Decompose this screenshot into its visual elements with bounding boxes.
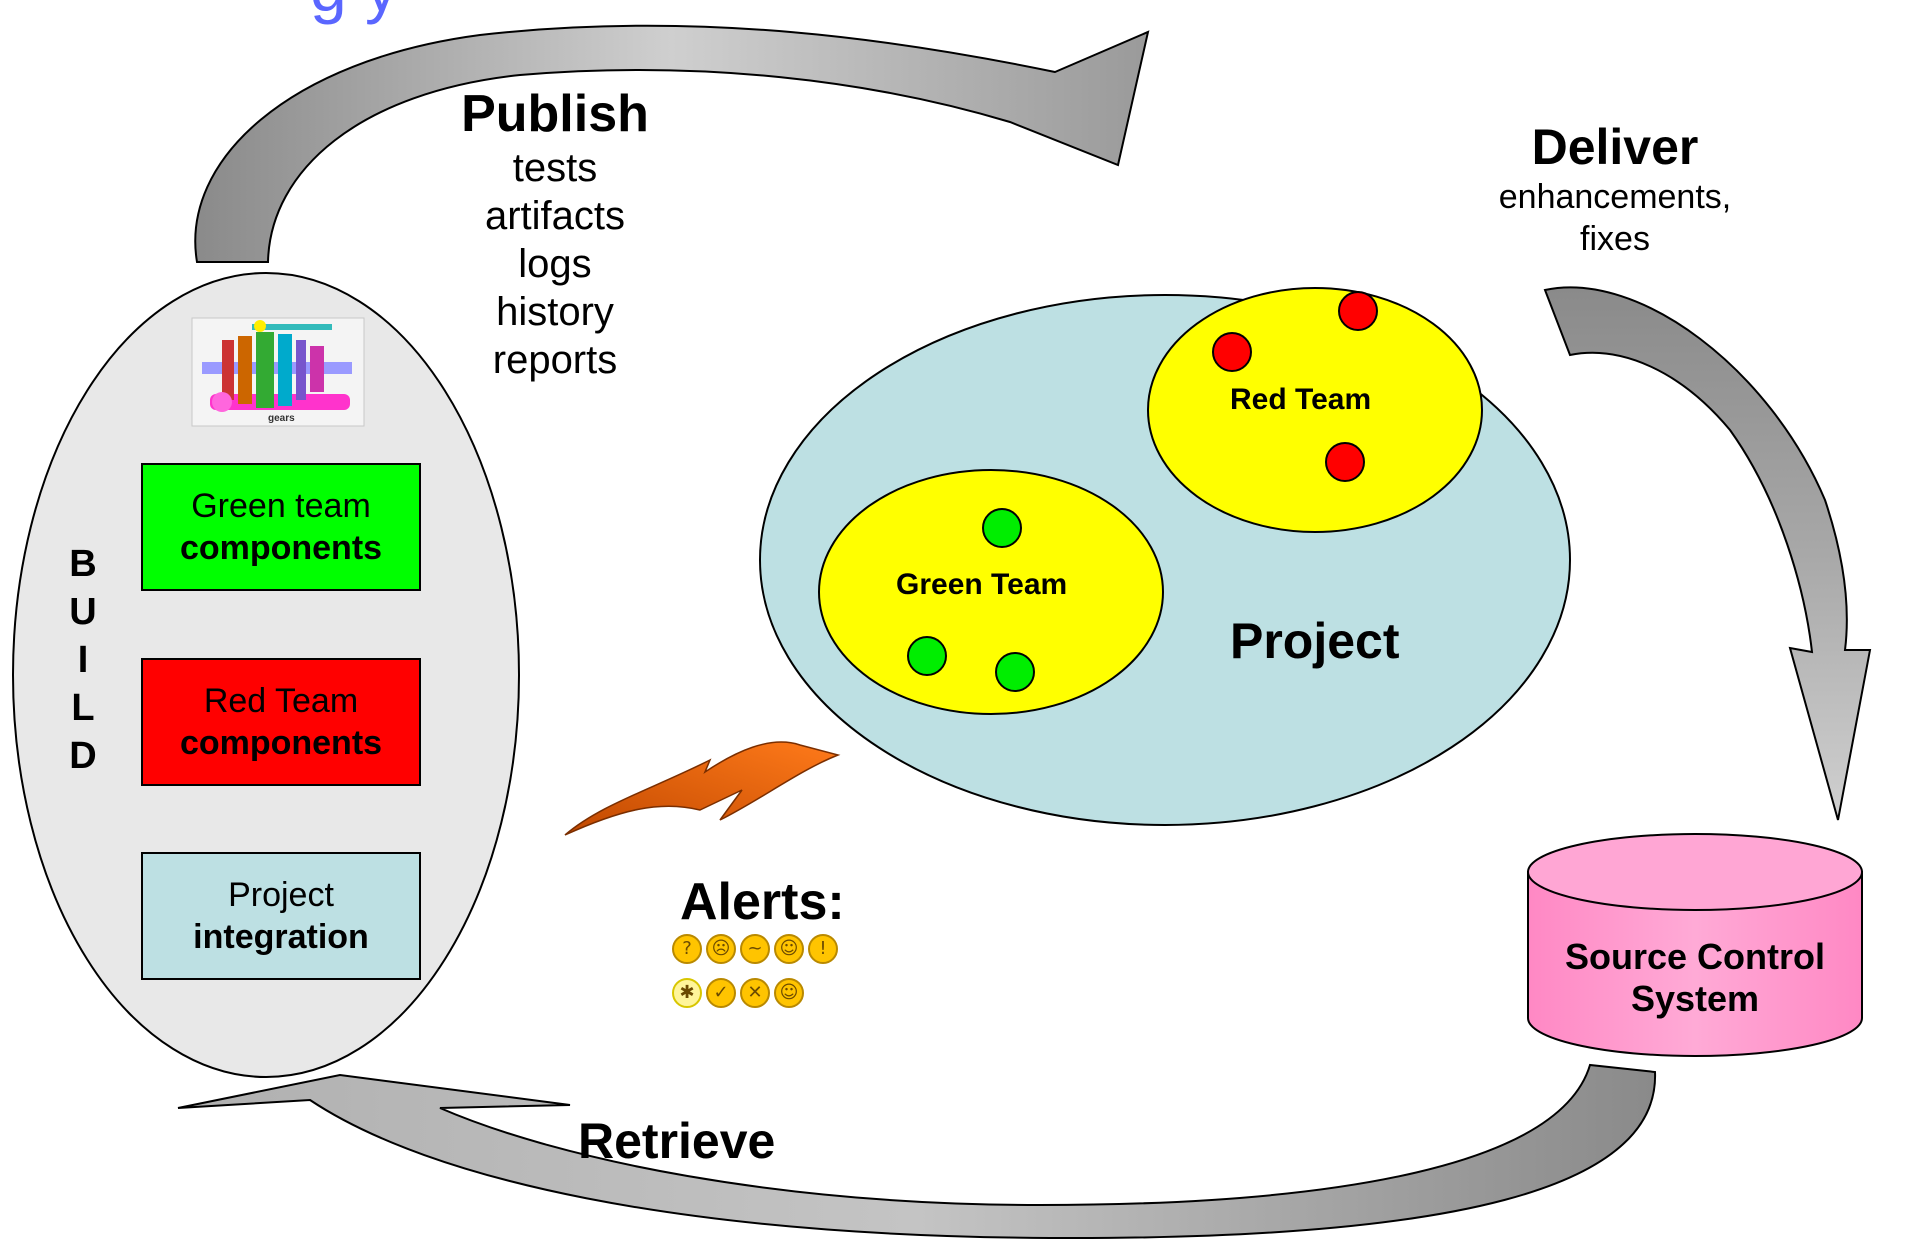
smiley-confused-icon: ? — [672, 934, 702, 964]
build-letter: B — [69, 543, 97, 585]
deliver-subtitle: enhancements, fixes — [1470, 176, 1760, 260]
box-line: Green team — [191, 487, 371, 525]
source-control-label: Source Control System — [1530, 936, 1860, 1020]
deliver-line: enhancements, — [1498, 178, 1732, 216]
box-line: components — [179, 529, 383, 567]
red-team-member — [1325, 442, 1365, 482]
box-line: components — [179, 724, 383, 762]
red-team-member — [1338, 291, 1378, 331]
box-line: Red Team — [203, 682, 359, 720]
green-team-member — [982, 508, 1022, 548]
deliver-line: fixes — [1580, 220, 1650, 258]
publish-item: history — [496, 290, 614, 334]
green-team-member — [907, 636, 947, 676]
publish-item: tests — [512, 146, 598, 190]
source-control-line: Source Control — [1564, 936, 1825, 977]
box-line: integration — [193, 918, 369, 956]
smiley-angel-icon: ☺ — [774, 978, 804, 1008]
retrieve-arrow — [177, 1063, 1657, 1240]
smiley-worried-icon: ~ — [740, 934, 770, 964]
source-control-cylinder-top — [1527, 833, 1863, 911]
retrieve-label: Retrieve — [578, 1113, 776, 1169]
build-letter: L — [71, 687, 95, 729]
build-letter: I — [77, 639, 89, 681]
build-letter: U — [69, 591, 97, 633]
source-control-line: System — [1630, 978, 1760, 1019]
box-line: Project — [228, 876, 334, 914]
publish-title: Publish — [461, 85, 649, 143]
alerts-row-2: ✱ ✓ ✕ ☺ — [672, 978, 804, 1008]
green-team-components-box: Green team components — [141, 463, 421, 591]
smiley-smile-icon: ☺ — [774, 934, 804, 964]
red-team-member — [1212, 332, 1252, 372]
build-label: B U I L D — [58, 540, 108, 780]
gears-image — [191, 317, 365, 427]
project-label: Project — [1230, 613, 1400, 669]
red-team-components-box: Red Team components — [141, 658, 421, 786]
alert-arrow — [564, 741, 841, 836]
smiley-sad-icon: ☹ — [706, 934, 736, 964]
alerts-row-1: ? ☹ ~ ☺ ! — [672, 934, 838, 964]
gears-caption: gears — [268, 413, 295, 424]
title-fragment: g y — [310, 0, 398, 26]
publish-list: tests artifacts logs history reports — [430, 144, 680, 384]
green-team-member — [995, 652, 1035, 692]
green-team-ellipse — [818, 469, 1164, 715]
build-letter: D — [69, 735, 97, 777]
publish-item: logs — [518, 242, 592, 286]
deliver-arrow — [1543, 286, 1872, 821]
smiley-x-icon: ✕ — [740, 978, 770, 1008]
source-control-cylinder — [1527, 871, 1863, 1057]
publish-item: reports — [492, 338, 618, 382]
smiley-shocked-icon: ! — [808, 934, 838, 964]
project-integration-box: Project integration — [141, 852, 421, 980]
publish-item: artifacts — [484, 194, 626, 238]
alerts-title: Alerts: — [680, 873, 845, 931]
deliver-title: Deliver — [1531, 119, 1699, 175]
red-team-label: Red Team — [1230, 383, 1372, 416]
lightbulb-icon: ✱ — [672, 978, 702, 1008]
publish-arrow — [194, 24, 1150, 263]
green-team-label: Green Team — [896, 568, 1068, 601]
smiley-check-icon: ✓ — [706, 978, 736, 1008]
